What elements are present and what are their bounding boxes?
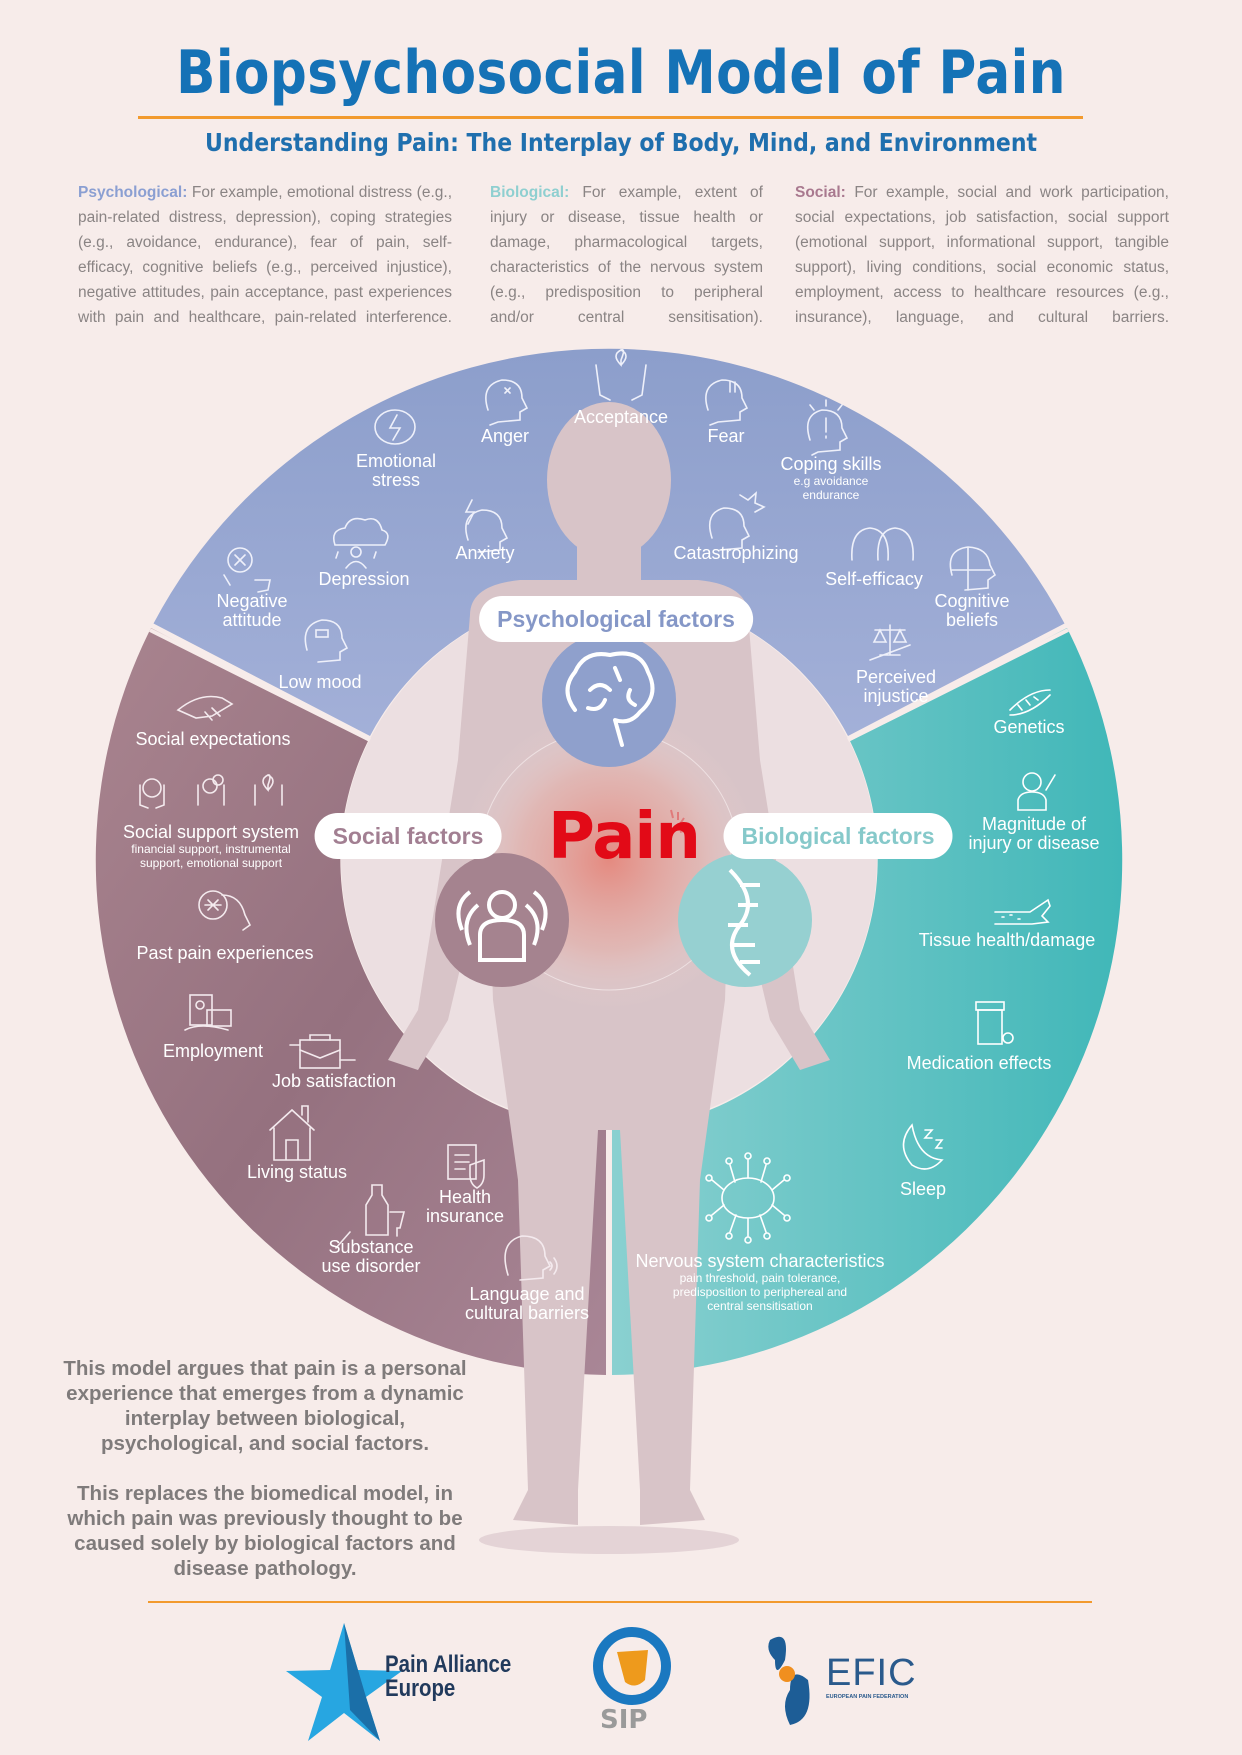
head-alert-icon [806,399,849,456]
fearful-head-icon [705,379,749,426]
pae-line1: Pain Alliance [385,1651,512,1678]
psychological-description-lead: Psychological: [78,184,188,201]
psych-item-negative-attitude: Negative attitude [216,591,288,630]
pain-spark-icon [670,809,687,833]
head-memory-icon [198,890,252,931]
briefcase-thumbs-icon [289,1034,356,1069]
low-battery-head-icon [304,619,349,663]
biological-description: Biological: For example, extent of injur… [490,180,763,330]
pain-alliance-europe-text: Pain Alliance Europe [385,1653,511,1701]
bio-item-genetics: Genetics [993,717,1065,737]
social-item-social-expectations: Social expectations [135,729,291,749]
social-item-employment: Employment [162,1041,264,1061]
social-item-social-support: Social support system financial support,… [122,822,300,871]
damaged-arm-icon [994,898,1051,925]
efic-logo [768,1636,810,1725]
psych-item-cognitive-beliefs: Cognitive beliefs [934,591,1010,630]
support-hands-icon [139,774,283,809]
psych-item-emotional-stress: Emotional stress [355,451,437,490]
bio-item-nervous-system: Nervous system characteristics pain thre… [635,1251,885,1314]
social-description-text: For example, social and work participati… [795,184,1169,326]
sip-text: SIP [600,1705,648,1735]
psych-item-acceptance: Acceptance [573,407,669,427]
title-divider [138,116,1083,119]
head-lightning-icon [464,499,509,553]
psych-item-catastrophizing: Catastrophizing [673,543,799,563]
employment-icon [184,994,232,1031]
psych-item-anger: Anger [480,426,530,446]
coping-skills-sub: e.g avoidance endurance [793,474,869,502]
social-item-job-satisfaction: Job satisfaction [271,1071,397,1091]
pae-line2: Europe [385,1675,456,1702]
biological-description-text: For example, extent of injury or disease… [490,184,763,326]
nervous-system-label: Nervous system characteristics [635,1251,885,1271]
segment-divider-right [847,628,1069,742]
psych-item-coping-skills: Coping skills e.g avoidance endurance [780,454,882,503]
rain-cloud-person-icon [332,517,389,569]
biological-segment [612,628,1123,1375]
pain-label: Pain [548,800,701,874]
coping-skills-label: Coping skills [780,454,882,474]
scales-gavel-icon [869,624,911,661]
bio-item-sleep: Sleep [899,1179,947,1199]
social-description: Social: For example, social and work par… [795,180,1169,330]
efic-subtext: EUROPEAN PAIN FEDERATION [826,1694,909,1700]
psychological-description-text: For example, emotional distress (e.g., p… [78,184,452,326]
sip-logo [593,1627,671,1705]
bio-item-tissue-health: Tissue health/damage [918,930,1096,950]
genetics-dna-icon [1009,689,1051,716]
angry-head-icon [485,379,529,426]
moon-zz-icon [902,1123,944,1170]
page-title: Biopsychosocial Model of Pain [176,38,1066,108]
page-subtitle: Understanding Pain: The Interplay of Bod… [204,128,1038,157]
psychological-factors-pill: Psychological factors [479,596,753,642]
summary-paragraph-1: This model argues that pain is a persona… [63,1357,467,1455]
social-item-language-barriers: Language and cultural barriers [464,1284,590,1323]
psychological-description: Psychological: For example, emotional di… [78,180,452,330]
two-heads-icon [851,527,914,561]
social-item-health-insurance: Health insurance [425,1187,505,1226]
people-group-icon [456,890,548,962]
psych-item-perceived-injustice: Perceived injustice [855,667,937,706]
injured-person-icon [1017,772,1056,811]
psych-item-fear: Fear [707,426,745,446]
nervous-system-sub: pain threshold, pain tolerance, predispo… [672,1271,848,1313]
puzzle-head-icon [949,546,997,591]
social-support-sub: financial support, instrumental support,… [131,842,291,870]
social-item-past-pain: Past pain experiences [136,943,314,963]
bottle-syringe-icon [335,1184,406,1249]
bio-item-medication-effects: Medication effects [906,1053,1052,1073]
social-factors-pill: Social factors [314,813,502,859]
brain-lightning-icon [374,409,416,445]
neural-brain-icon [705,1152,791,1244]
segment-divider-left [149,628,371,742]
brain-icon [565,651,655,747]
dna-helix-icon [728,868,760,977]
social-item-substance-use: Substance use disorder [321,1237,421,1276]
psych-item-depression: Depression [318,569,410,589]
head-burst-icon [708,491,766,551]
social-item-living-status: Living status [246,1162,348,1182]
biological-factors-pill: Biological factors [723,813,953,859]
summary-paragraph-2: This replaces the biomedical model, in w… [67,1482,463,1580]
handshake-icon [176,695,234,721]
house-icon [269,1105,315,1161]
psychological-circle [542,633,676,767]
bio-item-magnitude-injury: Magnitude of injury or disease [968,814,1100,853]
social-segment [95,628,606,1375]
psych-item-self-efficacy: Self-efficacy [825,569,923,589]
pain-alliance-europe-logo [286,1623,402,1741]
insurance-shield-icon [447,1144,485,1189]
social-description-lead: Social: [795,184,846,201]
head-thumbs-down-icon [223,547,271,593]
hands-heart-icon [595,348,647,401]
efic-text: EFIC [826,1652,917,1694]
social-support-label: Social support system [122,822,300,842]
biological-description-lead: Biological: [490,184,570,201]
psych-item-anxiety: Anxiety [455,543,515,563]
psych-item-low-mood: Low mood [278,672,362,692]
speaking-head-icon [504,1235,558,1281]
pill-bottle-icon [975,1001,1014,1045]
